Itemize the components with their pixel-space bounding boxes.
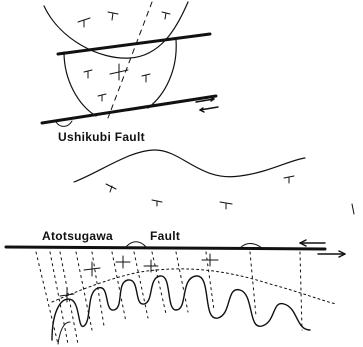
side-mark: [352, 204, 354, 214]
ushikubi-fault-line: [42, 96, 216, 123]
fold-tail: [58, 322, 70, 344]
strike-dip-symbol-icon: [106, 176, 294, 209]
atotsugawa-fault-line: [6, 247, 325, 249]
atotsugawa-label-right: Fault: [150, 229, 180, 243]
axial-trace-dashed: [108, 2, 152, 118]
dotted-envelope: [52, 269, 336, 304]
ushikubi-fault-label: Ushikubi Fault: [58, 130, 145, 144]
ushikubi-block: Ushikubi Fault: [42, 2, 218, 144]
upper-bounding-line: [58, 34, 210, 54]
strike-dip-symbol-icon: [78, 12, 170, 101]
isoclinal-folds: [52, 276, 310, 340]
middle-fold-layer: [74, 150, 354, 214]
atotsugawa-block: Atotsugawa Fault: [6, 229, 345, 344]
middle-wavy-line: [74, 150, 305, 182]
atotsugawa-label-left: Atotsugawa: [42, 229, 113, 243]
upper-fold-arc: [44, 2, 188, 58]
strike-dip-symbol-icon: [60, 254, 218, 302]
